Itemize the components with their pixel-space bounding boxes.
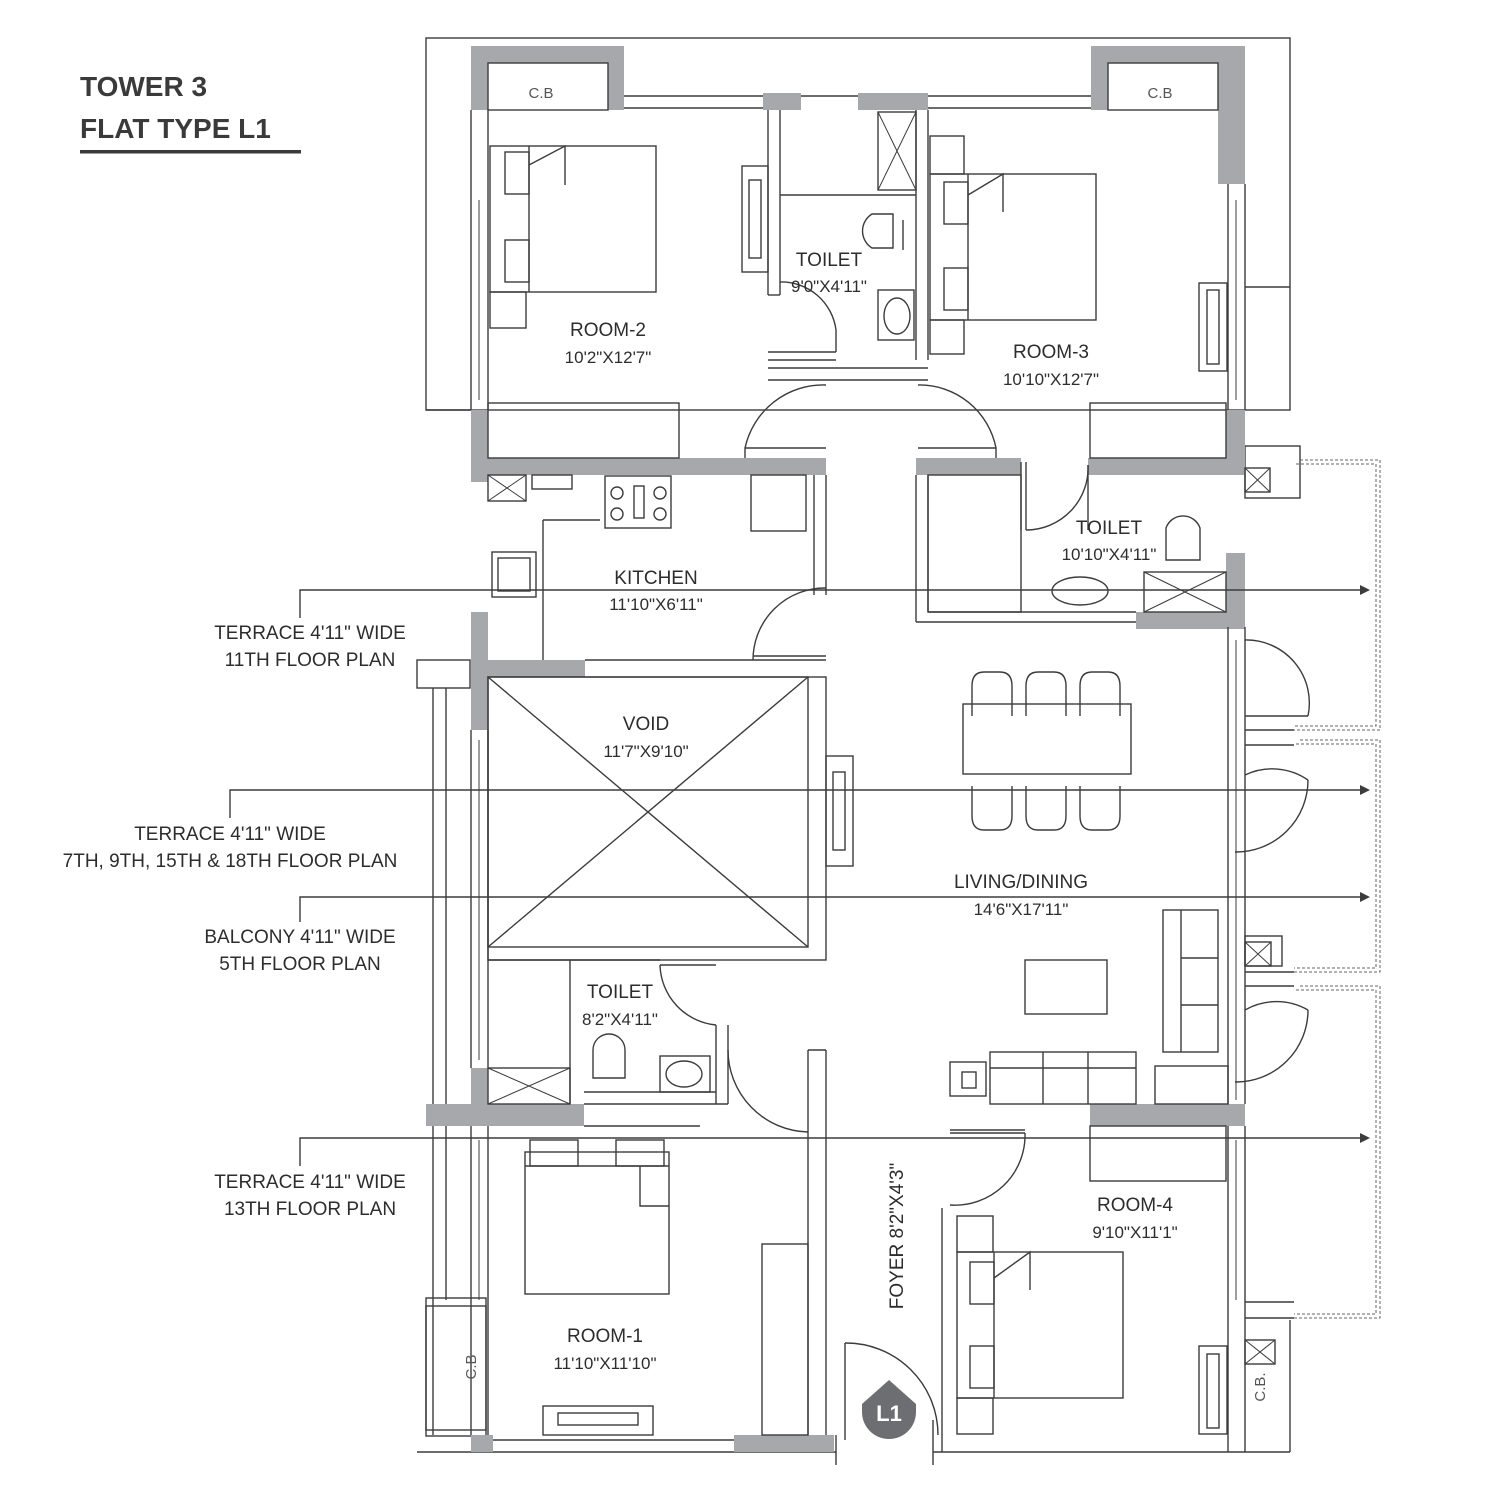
living-dim: 14'6"X17'11" <box>974 900 1069 919</box>
room4-name: ROOM-4 <box>1097 1195 1173 1216</box>
note-4-line1: TERRACE 4'11" WIDE <box>214 1172 406 1193</box>
notes: TERRACE 4'11" WIDE 11TH FLOOR PLAN TERRA… <box>63 585 1370 1220</box>
room1-name: ROOM-1 <box>567 1326 643 1347</box>
cb-label-1: C.B <box>528 85 553 102</box>
room4-dim: 9'10"X11'1" <box>1092 1223 1177 1242</box>
note-4-line2: 13TH FLOOR PLAN <box>224 1199 396 1220</box>
furniture <box>425 62 1276 1436</box>
toilet-top-name: TOILET <box>796 250 863 271</box>
note-1-line1: TERRACE 4'11" WIDE <box>214 623 406 644</box>
note-3-line1: BALCONY 4'11" WIDE <box>204 927 395 948</box>
room2-dim: 10'2"X12'7" <box>565 348 652 367</box>
void-area <box>487 676 827 961</box>
note-3-line2: 5TH FLOOR PLAN <box>219 954 381 975</box>
flat-type-title: FLAT TYPE L1 <box>80 113 271 144</box>
terrace-outline <box>1244 445 1381 1319</box>
cb-label-2: C.B <box>1147 85 1172 102</box>
arrow-head <box>1360 585 1370 595</box>
note-2-line1: TERRACE 4'11" WIDE <box>134 824 326 845</box>
room1-dim: 11'10"X11'10" <box>553 1354 656 1373</box>
heading-underline <box>80 150 301 154</box>
arrow-head <box>1360 785 1370 795</box>
foyer-label: FOYER 8'2"X4'3" <box>887 1163 908 1309</box>
cb-label-4: C.B. <box>1252 1372 1269 1401</box>
entry-arrow-icon <box>862 1380 916 1439</box>
void-name: VOID <box>623 714 669 735</box>
room2-name: ROOM-2 <box>570 320 646 341</box>
note-1-line2: 11TH FLOOR PLAN <box>225 650 396 671</box>
toilet-right-name: TOILET <box>1076 518 1143 539</box>
entry-badge: L1 <box>862 1380 916 1439</box>
entry-badge-label: L1 <box>876 1401 902 1426</box>
room-labels: ROOM-2 10'2"X12'7" TOILET 9'0"X4'11" ROO… <box>463 85 1269 1402</box>
void-dim: 11'7"X9'10" <box>603 742 688 761</box>
cb-label-3: C.B <box>463 1354 480 1379</box>
note-2-line2: 7TH, 9TH, 15TH & 18TH FLOOR PLAN <box>63 851 398 872</box>
living-name: LIVING/DINING <box>954 872 1088 893</box>
room3-dim: 10'10"X12'7" <box>1003 370 1099 389</box>
doors <box>659 281 1311 1440</box>
arrow-head <box>1360 1133 1370 1143</box>
walls <box>426 46 1245 1452</box>
toilet-bottom-name: TOILET <box>587 982 654 1003</box>
arrow-head <box>1360 892 1370 902</box>
room3-name: ROOM-3 <box>1013 342 1089 363</box>
toilet-top-dim: 9'0"X4'11" <box>791 277 867 296</box>
tower-title: TOWER 3 <box>80 71 207 102</box>
toilet-right-dim: 10'10"X4'11" <box>1062 545 1157 564</box>
kitchen-name: KITCHEN <box>614 568 697 589</box>
toilet-bottom-dim: 8'2"X4'11" <box>582 1010 658 1029</box>
kitchen-dim: 11'10"X6'11" <box>609 595 703 614</box>
